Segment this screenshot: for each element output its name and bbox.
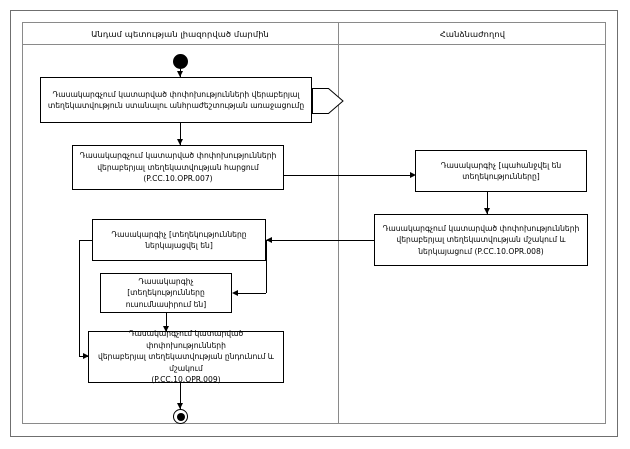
object-classifier-information-presented[interactable]: Դասակարգիչ [տեղեկությունները ներկայացվել… [92,219,266,261]
flow-activity2-to-object1 [284,175,414,176]
arrowhead-activity1-to-activity2 [177,139,183,145]
activity1-line1: Դասակարգչում կատարված փոփոխությունների վ… [52,89,300,99]
flow-object3-to-activity4 [166,313,167,331]
activity4-line1: Դասակարգչում կատարված փոփոխությունների [128,329,244,350]
arrowhead-activity2-to-object1 [410,171,416,178]
arrowhead-activity4-to-final [177,403,183,409]
arrowhead-object1-to-activity3 [484,208,490,214]
activity-receive-and-process-information[interactable]: Դասակարգչում կատարված փոփոխությունների վ… [88,329,284,385]
lane-title-commission: Հանձնաժողով [439,29,506,39]
activity2-line3: (P.CC.10.OPR.007) [143,174,213,184]
activity2-line2: վերաբերյալ տեղեկատվության հարցում [97,162,259,172]
activity-process-and-present-information[interactable]: Դասակարգչում կատարված փոփոխությունների վ… [374,214,588,266]
flow-object1-to-activity3 [487,192,488,214]
arrowhead-start-to-activity1 [177,71,183,77]
flow-object3-feed-horizontal [236,293,266,294]
flow-object2-rail-horizontal [79,240,92,241]
flow-object2-rail-vertical [79,240,80,356]
object3-line2: [տեղեկությունները [127,288,205,298]
flow-activity3-to-object2 [266,240,374,241]
object3-line3: ուսումնասիրում են] [125,299,207,309]
activity4-line2: վերաբերյալ տեղեկատվության ընդունում և մշ… [98,352,274,373]
flow-activity4-to-final [180,383,181,410]
object1-line2: տեղեկությունները] [462,172,540,181]
activity3-line1: Դասակարգչում կատարված փոփոխությունների [382,223,580,233]
arrowhead-to-object3 [232,289,238,296]
swimlane-body [22,22,606,424]
activity1-line2: տեղեկատվություն ստանալու անհրաժեշտության… [47,101,305,110]
swimlane-header-row [22,22,606,45]
object2-line2: ներկայացվել են] [145,241,213,250]
object1-line1: Դասակարգիչ [պահանջվել են [440,160,562,170]
initial-node [173,54,188,69]
send-signal-shape [312,88,344,114]
swimlane-divider [338,22,339,424]
activity-need-for-information[interactable]: Դասակարգչում կատարված փոփոխությունների վ… [40,77,312,123]
arrowhead-activity3-to-object2 [266,236,272,243]
activity3-line2: վերաբերյալ տեղեկատվության մշակում և [396,235,566,245]
object-classifier-information-requested[interactable]: Դասակարգիչ [պահանջվել են տեղեկություններ… [415,150,587,192]
activity-information-request[interactable]: Դասակարգչում կատարված փոփոխությունների վ… [72,145,284,190]
arrowhead-rail-to-activity4 [83,352,89,359]
activity3-line3: ներկայացում (P.CC.10.OPR.008) [418,246,544,256]
flow-object3-feed-vertical [266,240,267,293]
object2-line1: Դասակարգիչ [տեղեկությունները [111,229,247,239]
object-classifier-information-being-studied[interactable]: Դասակարգիչ [տեղեկությունները ուսումնասիր… [100,273,232,313]
activity2-line1: Դասակարգչում կատարված փոփոխությունների [79,151,277,161]
lane-title-authorized-body: Անդամ պետության լիազորված մարմին [91,29,269,39]
arrowhead-object3-to-activity4 [163,326,169,332]
flow-activity1-to-activity2 [180,123,181,145]
object3-line1: Դասակարգիչ [138,276,194,286]
final-node [173,409,188,424]
activity4-line3: (P.CC.10.OPR.009) [151,375,221,385]
